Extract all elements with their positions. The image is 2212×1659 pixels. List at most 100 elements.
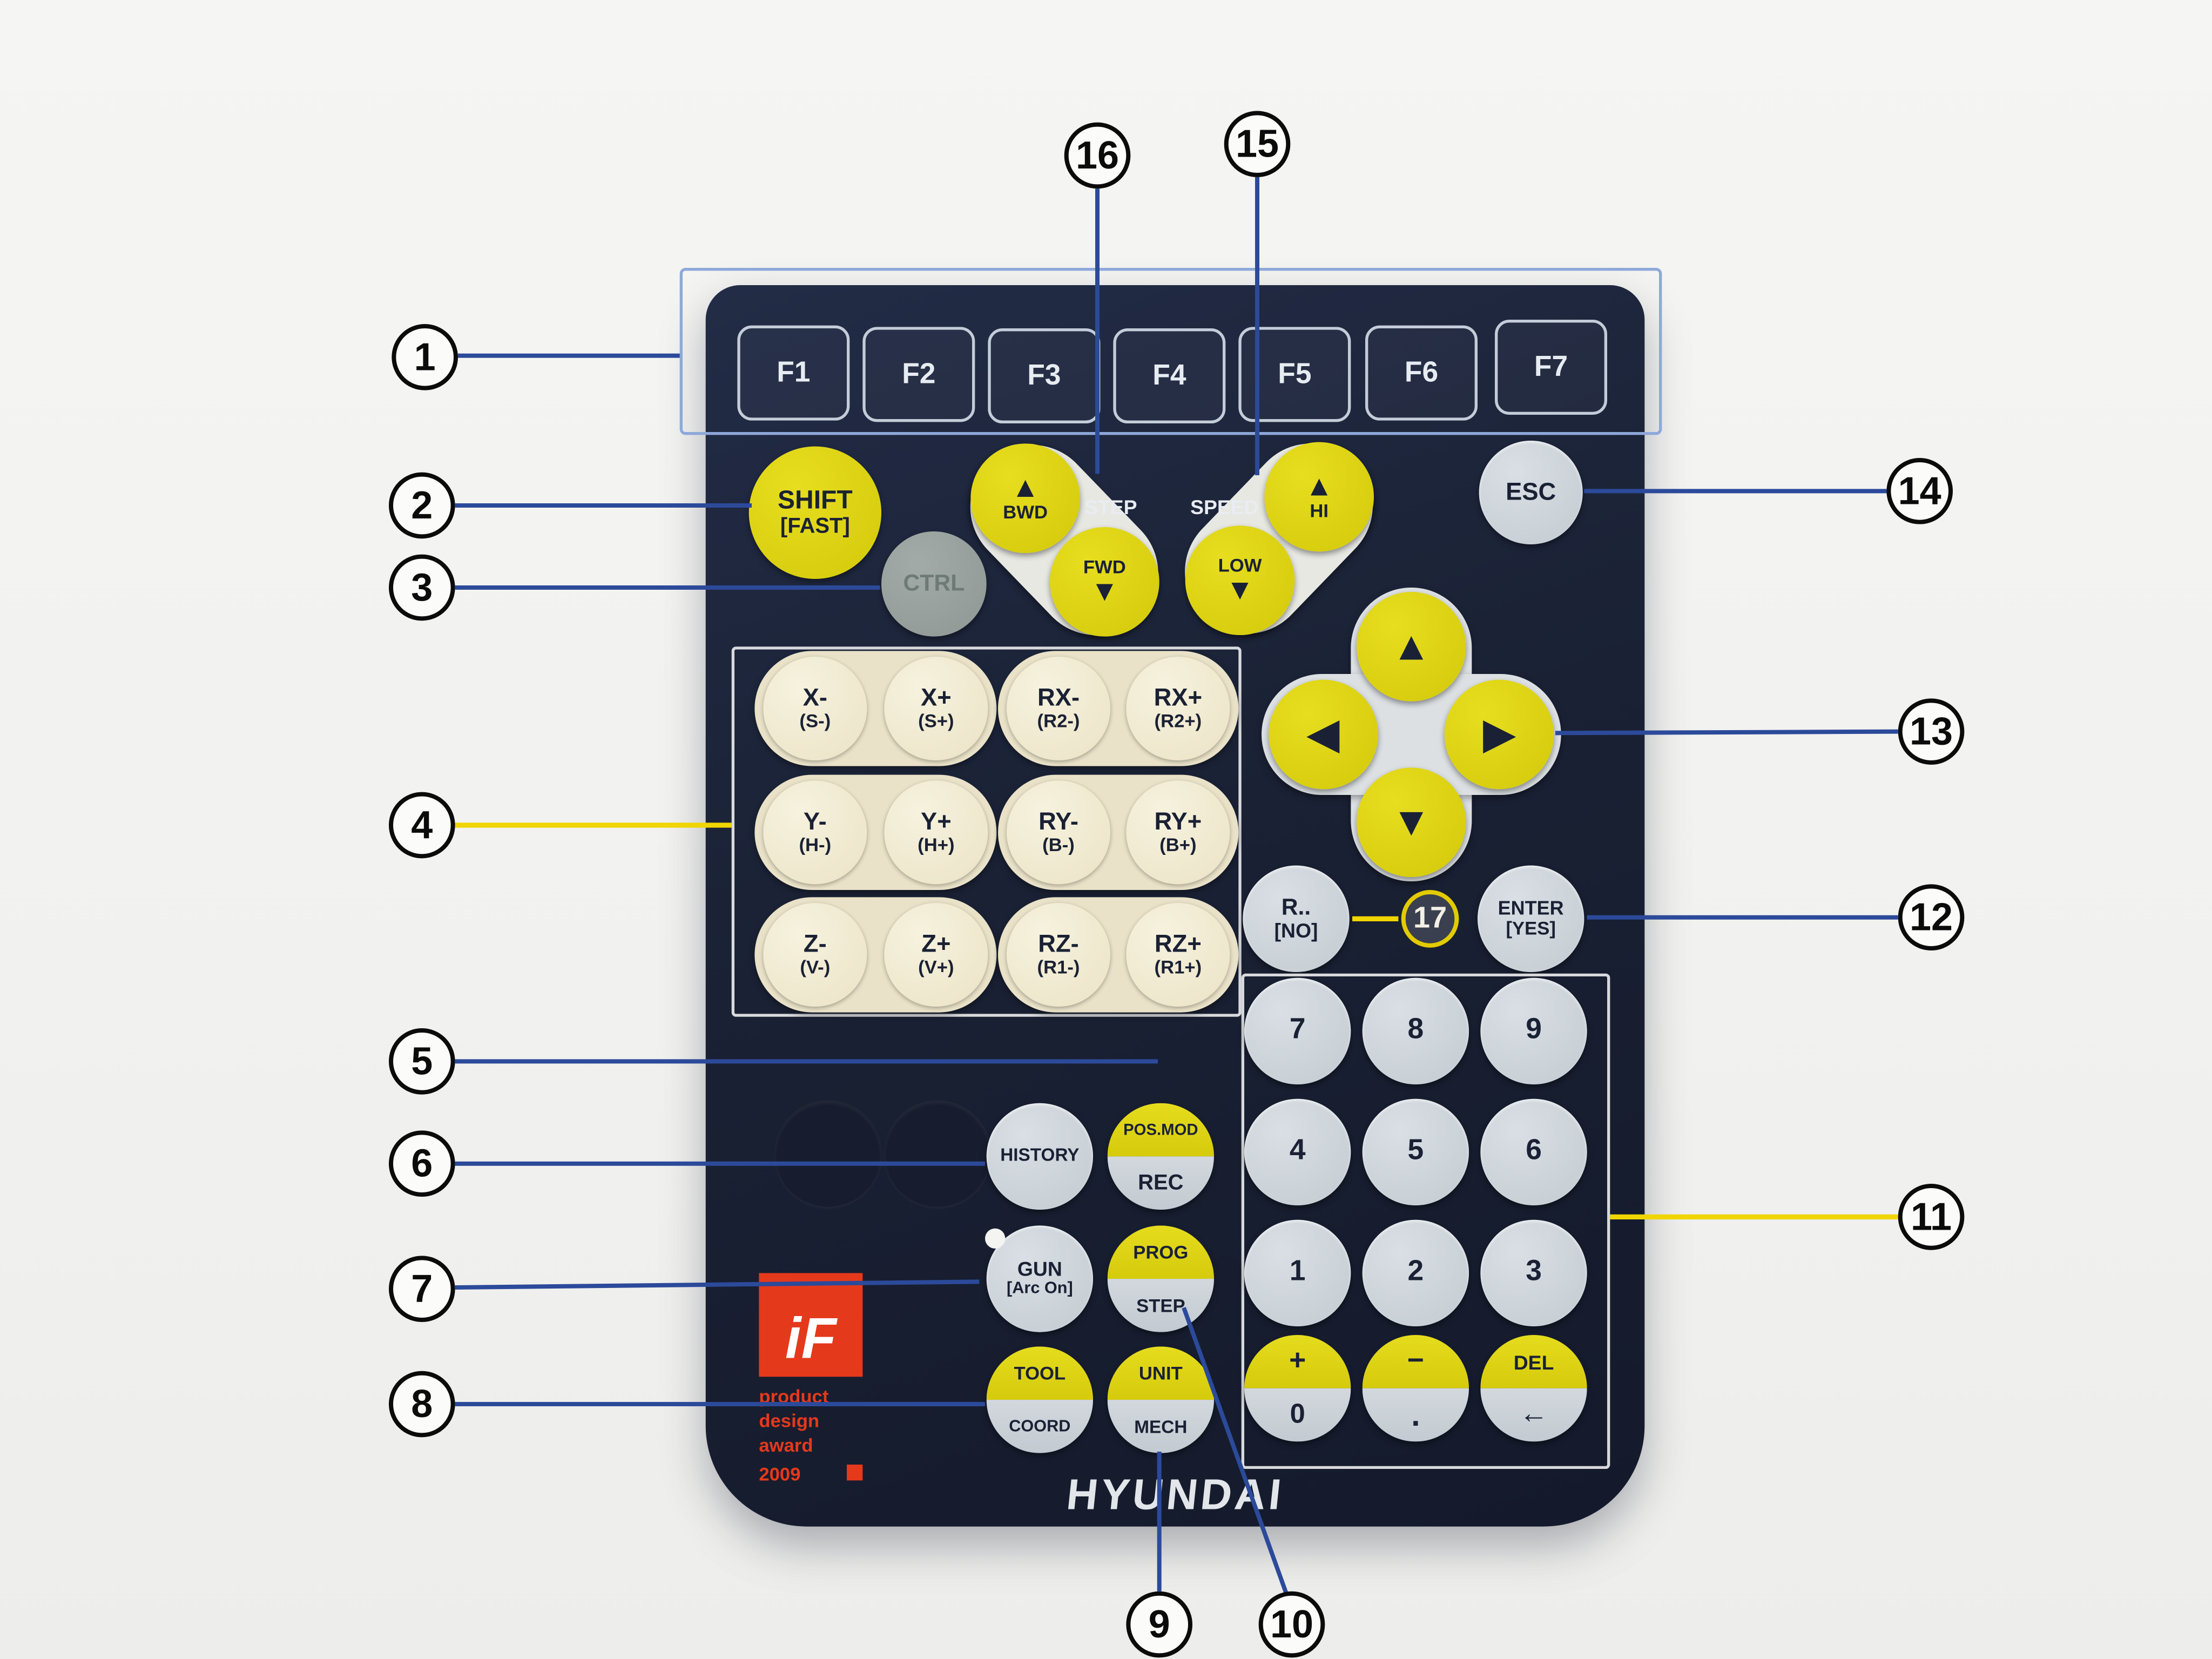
led-hole xyxy=(985,1228,1006,1249)
key-unit-mech[interactable]: UNIT MECH xyxy=(1107,1346,1215,1453)
dot-label: . xyxy=(1411,1396,1420,1433)
callout-13: 13 xyxy=(1898,698,1965,765)
if-award-word: award xyxy=(759,1434,813,1456)
axis-key-sub: (R2-) xyxy=(1037,710,1080,732)
key-cursor-left[interactable]: ◀ xyxy=(1269,679,1379,790)
key-enter-yes[interactable]: ENTER [YES] xyxy=(1478,865,1584,973)
key-ry-plus[interactable]: RY+ (B+) xyxy=(1126,780,1230,885)
bwd-label: BWD xyxy=(1003,501,1048,523)
yes-label: [YES] xyxy=(1506,918,1556,940)
hi-label: HI xyxy=(1310,500,1329,522)
callout-10: 10 xyxy=(1258,1591,1325,1658)
key-x-minus[interactable]: X- (S-) xyxy=(763,657,867,761)
key-4[interactable]: 4 xyxy=(1244,1098,1351,1206)
zero-label: 0 xyxy=(1290,1399,1305,1429)
key-cursor-down[interactable]: ▼ xyxy=(1357,767,1466,878)
key-tool-coord[interactable]: TOOL COORD xyxy=(986,1346,1094,1453)
fwd-label: FWD xyxy=(1083,556,1126,578)
key-8[interactable]: 8 xyxy=(1362,977,1469,1085)
axis-key-main: X- xyxy=(802,684,828,711)
key-y-minus[interactable]: Y- (H-) xyxy=(763,780,867,885)
key-esc[interactable]: ESC xyxy=(1479,441,1583,545)
key-f1[interactable]: F1 xyxy=(737,325,850,421)
key-y-plus[interactable]: Y+ (H+) xyxy=(884,780,988,885)
key-5[interactable]: 5 xyxy=(1362,1098,1469,1206)
key-3[interactable]: 3 xyxy=(1480,1219,1587,1327)
enter-label: ENTER xyxy=(1498,896,1564,919)
key-cursor-right[interactable]: ▶ xyxy=(1444,679,1554,790)
axis-key-sub: (R1+) xyxy=(1154,956,1202,979)
key-prog-step[interactable]: PROG STEP xyxy=(1107,1225,1215,1332)
del-label: DEL xyxy=(1513,1350,1554,1373)
key-speed-hi[interactable]: ▲ HI xyxy=(1264,442,1374,552)
prog-label: PROG xyxy=(1133,1241,1189,1263)
right-arrow-icon: ▶ xyxy=(1483,711,1515,756)
key-f5[interactable]: F5 xyxy=(1238,327,1351,422)
up-arrow-icon: ▲ xyxy=(1011,472,1040,504)
key-del-backspace[interactable]: DEL ← xyxy=(1480,1335,1587,1442)
key-2[interactable]: 2 xyxy=(1362,1219,1469,1327)
key-z-plus[interactable]: Z+ (V+) xyxy=(884,903,988,1007)
key-1[interactable]: 1 xyxy=(1244,1219,1351,1327)
key-f3[interactable]: F3 xyxy=(988,328,1101,424)
axis-key-main: X+ xyxy=(920,684,952,711)
if-award-logo: iF xyxy=(759,1273,863,1377)
key-history[interactable]: HISTORY xyxy=(986,1103,1094,1210)
key-f7[interactable]: F7 xyxy=(1495,320,1608,415)
blank-key xyxy=(774,1100,882,1207)
key-rz-minus[interactable]: RZ- (R1-) xyxy=(1007,903,1111,1007)
key-r-no[interactable]: R.. [NO] xyxy=(1243,865,1350,973)
key-ry-minus[interactable]: RY- (B-) xyxy=(1007,780,1111,885)
down-arrow-icon: ▼ xyxy=(1391,799,1432,844)
key-bwd[interactable]: ▲ BWD xyxy=(970,443,1081,554)
key-9[interactable]: 9 xyxy=(1480,977,1587,1085)
shift-fast-label: [FAST] xyxy=(780,514,850,538)
axis-key-main: Y+ xyxy=(920,807,952,835)
callout-17: 17 xyxy=(1401,890,1459,948)
key-gun-arcon[interactable]: GUN [Arc On] xyxy=(986,1225,1094,1332)
key-f4[interactable]: F4 xyxy=(1113,328,1226,424)
axis-key-sub: (H+) xyxy=(918,834,955,856)
callout-5: 5 xyxy=(389,1028,455,1095)
key-shift-fast[interactable]: SHIFT [FAST] xyxy=(748,446,882,579)
key-rz-plus[interactable]: RZ+ (R1+) xyxy=(1126,903,1230,1007)
key-posmod-rec[interactable]: POS.MOD REC xyxy=(1107,1103,1215,1210)
left-arrow-icon: ◀ xyxy=(1307,711,1339,756)
key-cursor-up[interactable]: ▲ xyxy=(1357,592,1466,702)
axis-key-sub: (R1-) xyxy=(1037,956,1080,979)
key-minus-dot[interactable]: − . xyxy=(1362,1335,1469,1442)
axis-key-main: RZ+ xyxy=(1154,930,1202,957)
axis-key-main: RX+ xyxy=(1154,684,1203,711)
axis-key-main: RX- xyxy=(1037,684,1080,711)
key-speed-low[interactable]: LOW ▼ xyxy=(1185,525,1295,636)
key-x-plus[interactable]: X+ (S+) xyxy=(884,657,988,761)
callout-4: 4 xyxy=(389,792,455,859)
low-label: LOW xyxy=(1218,554,1262,576)
key-f6[interactable]: F6 xyxy=(1365,325,1478,421)
key-rx-minus[interactable]: RX- (R2-) xyxy=(1007,657,1111,761)
key-6[interactable]: 6 xyxy=(1480,1098,1587,1206)
axis-key-main: Z+ xyxy=(921,930,951,957)
down-arrow-icon: ▼ xyxy=(1225,575,1255,606)
key-f2[interactable]: F2 xyxy=(862,327,975,422)
axis-key-main: RY+ xyxy=(1154,807,1202,835)
callout-1: 1 xyxy=(392,324,458,390)
key-plus-0[interactable]: + 0 xyxy=(1244,1335,1351,1442)
callout-14: 14 xyxy=(1886,458,1953,524)
callout-8: 8 xyxy=(389,1371,455,1438)
if-award-year: 2009 xyxy=(759,1463,801,1485)
up-arrow-icon: ▲ xyxy=(1305,470,1334,503)
axis-key-main: Y- xyxy=(803,807,827,835)
key-fwd[interactable]: FWD ▼ xyxy=(1050,527,1159,637)
axis-key-main: RY- xyxy=(1038,807,1078,835)
step-label: STEP xyxy=(1136,1294,1185,1317)
coord-label: COORD xyxy=(1009,1418,1071,1435)
callout-12: 12 xyxy=(1898,884,1965,951)
numpad-group-box xyxy=(1241,973,1610,1469)
key-ctrl[interactable]: CTRL xyxy=(881,531,987,637)
if-logo-text: iF xyxy=(785,1307,837,1371)
key-7[interactable]: 7 xyxy=(1244,977,1351,1085)
key-z-minus[interactable]: Z- (V-) xyxy=(763,903,867,1007)
rec-label: REC xyxy=(1138,1171,1184,1196)
key-rx-plus[interactable]: RX+ (R2+) xyxy=(1126,657,1230,761)
